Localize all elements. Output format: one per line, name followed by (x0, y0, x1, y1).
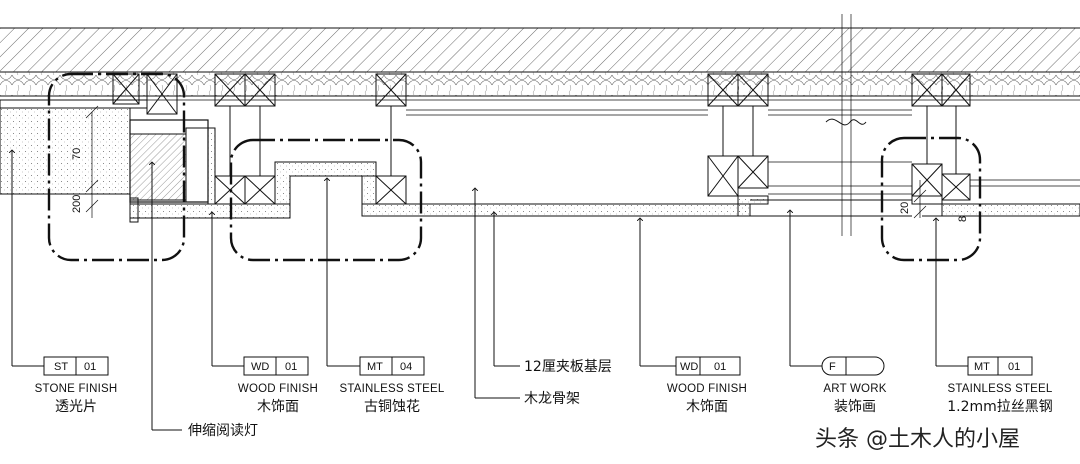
callout-chinese: 透光片 (55, 399, 97, 415)
reading-light-housing (129, 119, 216, 223)
callout-number: 01 (714, 361, 726, 373)
callout-chinese: 装饰画 (834, 399, 876, 415)
callout-english: STAINLESS STEEL (947, 383, 1052, 395)
callout-stone-finish: ST 01 STONE FINISH 透光片 (35, 356, 118, 415)
note-timber-keel: 木龙骨架 (524, 391, 580, 407)
stone-panel (0, 99, 148, 195)
dimension-200: 200 (71, 195, 83, 213)
callout-code: F (829, 361, 836, 373)
note-plywood-base: 12厘夹板基层 (524, 358, 612, 375)
callout-chinese: 古铜蚀花 (364, 399, 420, 415)
callout-wood-finish-2: WD 01 WOOD FINISH 木饰面 (667, 356, 747, 415)
callout-code: WD (680, 361, 698, 373)
insulation-layer (0, 71, 1080, 101)
callout-art-work: F ART WORK 装饰画 (821, 356, 887, 415)
note-reading-light: 伸缩阅读灯 (188, 422, 258, 439)
dimension-70: 70 (71, 148, 83, 160)
callout-stainless-steel-1: MT 04 STAINLESS STEEL 古铜蚀花 (339, 356, 445, 415)
callout-english: WOOD FINISH (238, 383, 318, 395)
finish-profile (129, 161, 1080, 219)
callout-chinese: 木饰面 (686, 399, 728, 415)
callout-code: ST (54, 361, 68, 373)
callout-number: 01 (285, 361, 297, 373)
callout-chinese: 1.2mm拉丝黑钢 (947, 399, 1053, 415)
detail-callout-frames (47, 72, 982, 262)
frame-lines (406, 109, 1080, 195)
callout-number: 04 (400, 361, 412, 373)
break-line (825, 14, 867, 236)
callout-number: 01 (84, 361, 96, 373)
callout-english: STONE FINISH (35, 383, 118, 395)
callout-wood-finish-1: WD 01 WOOD FINISH 木饰面 (238, 356, 318, 415)
dimension-20: 20 (899, 202, 911, 214)
concrete-slab (0, 27, 1080, 72)
callout-code: MT (367, 361, 383, 373)
dimension-8: 8 (957, 216, 969, 222)
dimension-lines (85, 105, 927, 219)
leader-lines (12, 150, 968, 431)
callout-code: WD (251, 361, 269, 373)
callout-english: ART WORK (823, 383, 886, 395)
callout-stainless-steel-2: MT 01 STAINLESS STEEL 1.2mm拉丝黑钢 (947, 356, 1053, 415)
callout-number: 01 (1008, 361, 1020, 373)
callout-chinese: 木饰面 (257, 399, 299, 415)
watermark: 头条 @土木人的小屋 (815, 427, 1020, 452)
callout-code: MT (974, 361, 990, 373)
callout-english: STAINLESS STEEL (339, 383, 444, 395)
callout-english: WOOD FINISH (667, 383, 747, 395)
